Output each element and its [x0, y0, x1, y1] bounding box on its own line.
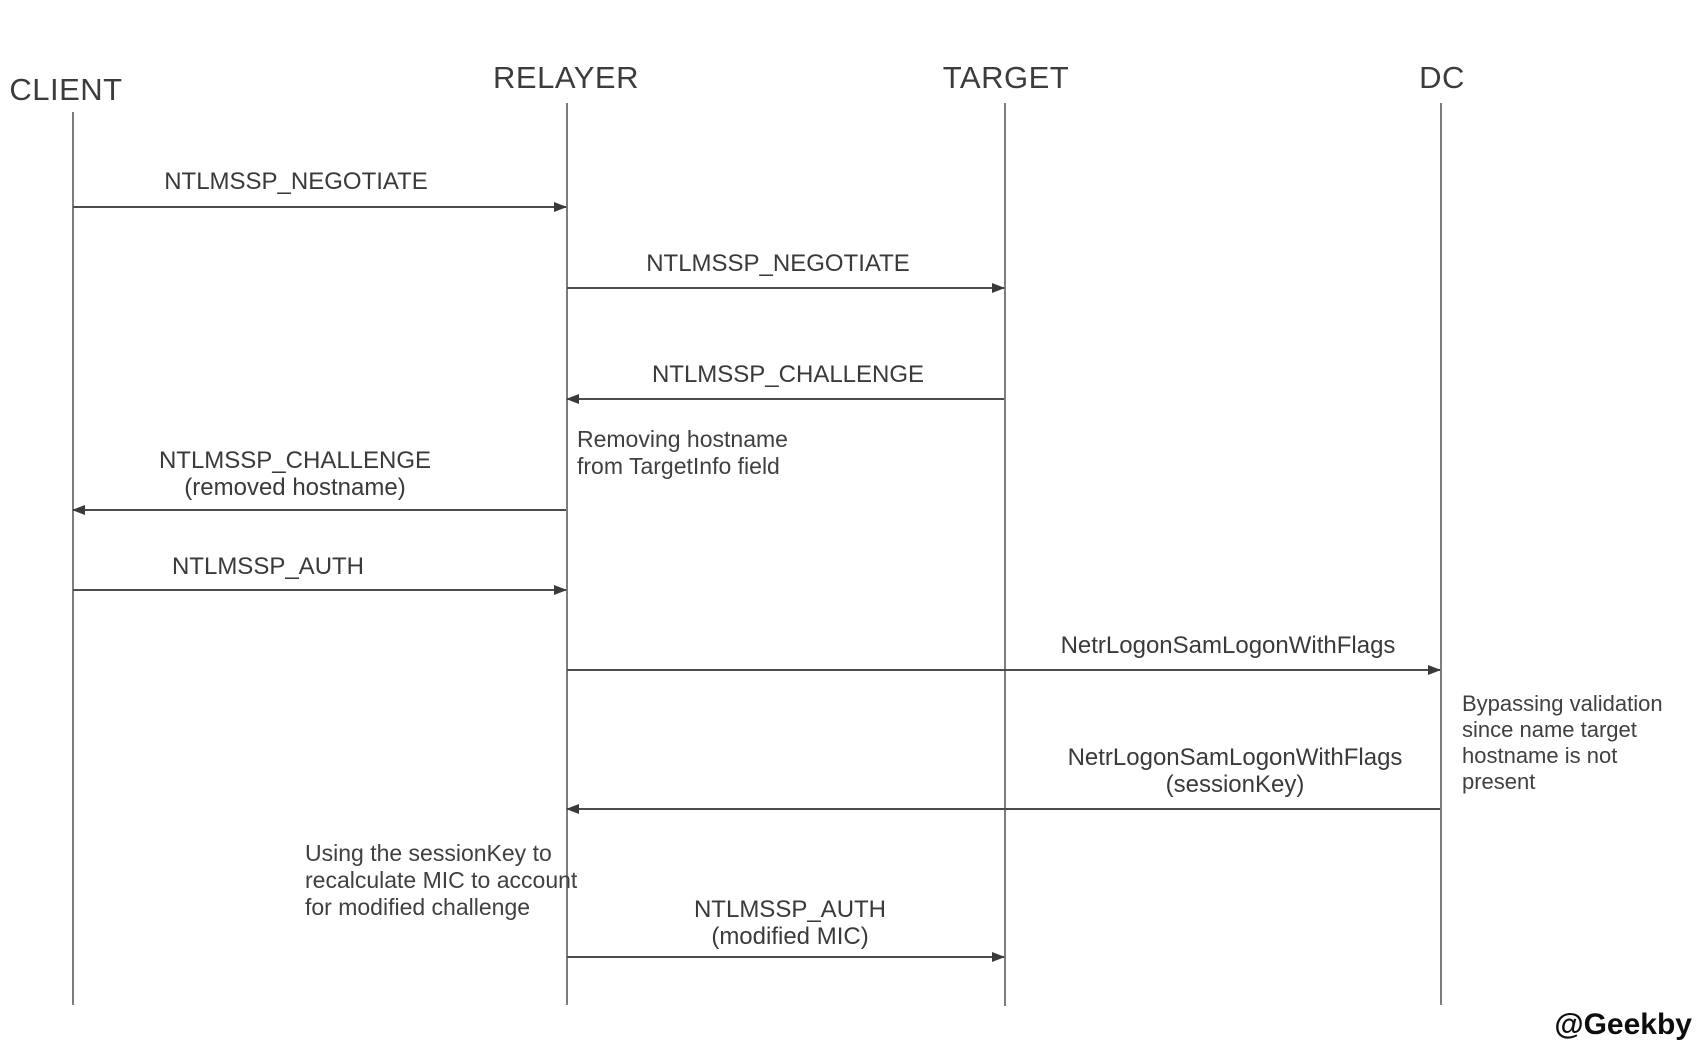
- message-arrow: [567, 952, 1005, 962]
- message-arrow: [567, 665, 1441, 675]
- arrowhead-left-icon: [72, 505, 85, 515]
- actor-label-target: TARGET: [942, 60, 1070, 95]
- note-removing-hostname: Removing hostname from TargetInfo field: [577, 426, 788, 479]
- actor-label-relayer: RELAYER: [493, 60, 639, 95]
- lifeline-client: [72, 112, 74, 1005]
- message-label: NTLMSSP_CHALLENGE (removed hostname): [158, 447, 432, 501]
- arrowhead-left-icon: [566, 804, 579, 814]
- lifeline-target: [1004, 103, 1006, 1006]
- message-label: NTLMSSP_AUTH (modified MIC): [693, 896, 887, 950]
- lifeline-dc: [1440, 103, 1442, 1005]
- arrowhead-right-icon: [992, 952, 1005, 962]
- message-label: NTLMSSP_CHALLENGE: [651, 361, 925, 388]
- note-using-sessionkey: Using the sessionKey to recalculate MIC …: [305, 840, 578, 920]
- message-arrow: [566, 394, 1004, 404]
- arrowhead-right-icon: [1428, 665, 1441, 675]
- message-label: NTLMSSP_AUTH: [171, 553, 365, 580]
- arrowhead-right-icon: [554, 202, 567, 212]
- message-label: NetrLogonSamLogonWithFlags: [1060, 632, 1396, 659]
- message-arrow: [73, 202, 567, 212]
- arrowhead-left-icon: [566, 394, 579, 404]
- message-label: NTLMSSP_NEGOTIATE: [646, 250, 910, 277]
- arrowhead-right-icon: [992, 283, 1005, 293]
- lifeline-relayer: [566, 103, 568, 1005]
- message-arrow: [567, 283, 1005, 293]
- arrowhead-right-icon: [554, 585, 567, 595]
- message-arrow: [72, 505, 566, 515]
- message-label: NTLMSSP_NEGOTIATE: [164, 168, 428, 195]
- message-arrow: [566, 804, 1440, 814]
- message-arrow: [73, 585, 567, 595]
- actor-label-client: CLIENT: [9, 72, 123, 107]
- watermark: @Geekby: [1554, 1008, 1692, 1041]
- actor-label-dc: DC: [1419, 60, 1465, 95]
- note-bypassing-validation: Bypassing validation since name target h…: [1462, 691, 1663, 794]
- message-label: NetrLogonSamLogonWithFlags (sessionKey): [1067, 744, 1403, 798]
